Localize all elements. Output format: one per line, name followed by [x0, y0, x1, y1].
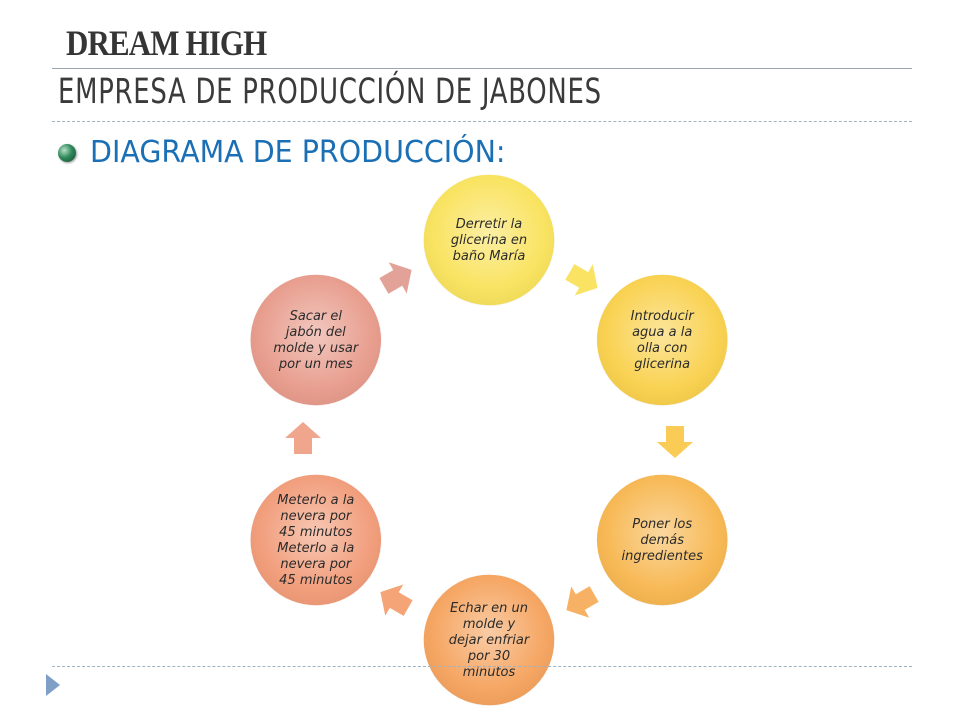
presentation-title: DREAM HIGH: [66, 23, 267, 63]
cycle-arrow-4: [380, 584, 413, 616]
process-step-highlight: [423, 174, 555, 306]
process-step-label-line: glicerina en: [451, 233, 527, 248]
cycle-arrow-6: [379, 262, 412, 294]
process-step-label-line: dejar enfriar: [449, 633, 531, 648]
header-dashed-divider: [52, 121, 912, 122]
process-step-label-line: Introducir: [631, 309, 696, 324]
process-step-label-line: Poner los: [632, 517, 692, 532]
process-step-label-line: agua a la: [632, 325, 692, 340]
process-step-label-line: 45 minutos: [279, 573, 352, 588]
process-step-label-line: Meterlo a la: [277, 541, 354, 556]
process-step-label-line: nevera por: [280, 509, 353, 524]
process-step-label-line: minutos: [463, 665, 516, 680]
process-step-label-line: por 30: [467, 649, 510, 664]
process-step-label-line: por un mes: [278, 357, 353, 372]
process-step-label-line: Sacar el: [290, 309, 343, 324]
bullet-orb-icon: [58, 143, 76, 162]
process-step-label-line: olla con: [637, 341, 688, 356]
cycle-arrow-5: [285, 422, 321, 454]
section-heading: DIAGRAMA DE PRODUCCIÓN:: [90, 135, 506, 170]
title-divider: [52, 68, 912, 69]
process-step-label-line: Echar en un: [450, 601, 528, 616]
process-step-highlight: [249, 274, 382, 406]
section-heading-row: DIAGRAMA DE PRODUCCIÓN:: [58, 135, 527, 170]
process-step-label-line: ingredientes: [621, 549, 703, 564]
cycle-arrow-3: [566, 586, 599, 618]
process-step-label-line: glicerina: [634, 357, 690, 372]
process-step-label-line: 45 minutos: [279, 525, 352, 540]
process-step-highlight: [596, 474, 729, 606]
cycle-arrow-1: [565, 264, 598, 296]
process-step-label-line: molde y: [463, 617, 516, 632]
process-step-highlight: [596, 274, 729, 406]
process-step-label-line: baño María: [453, 249, 526, 264]
process-step-highlight: [423, 574, 555, 706]
process-step-label-line: nevera por: [280, 557, 353, 572]
cycle-arrow-2: [657, 426, 693, 458]
presentation-subtitle: EMPRESA DE PRODUCCIÓN DE JABONES: [58, 72, 602, 112]
process-step-label-line: jabón del: [284, 325, 346, 340]
footer-dashed-divider: [52, 666, 912, 667]
next-slide-arrow-icon[interactable]: [46, 674, 60, 696]
process-step-label-line: molde y usar: [273, 341, 359, 356]
process-step-label-line: demás: [640, 533, 684, 548]
process-step-highlight: [249, 474, 382, 606]
process-step-label-line: Derretir la: [456, 217, 522, 232]
process-step-label-line: Meterlo a la: [277, 493, 354, 508]
